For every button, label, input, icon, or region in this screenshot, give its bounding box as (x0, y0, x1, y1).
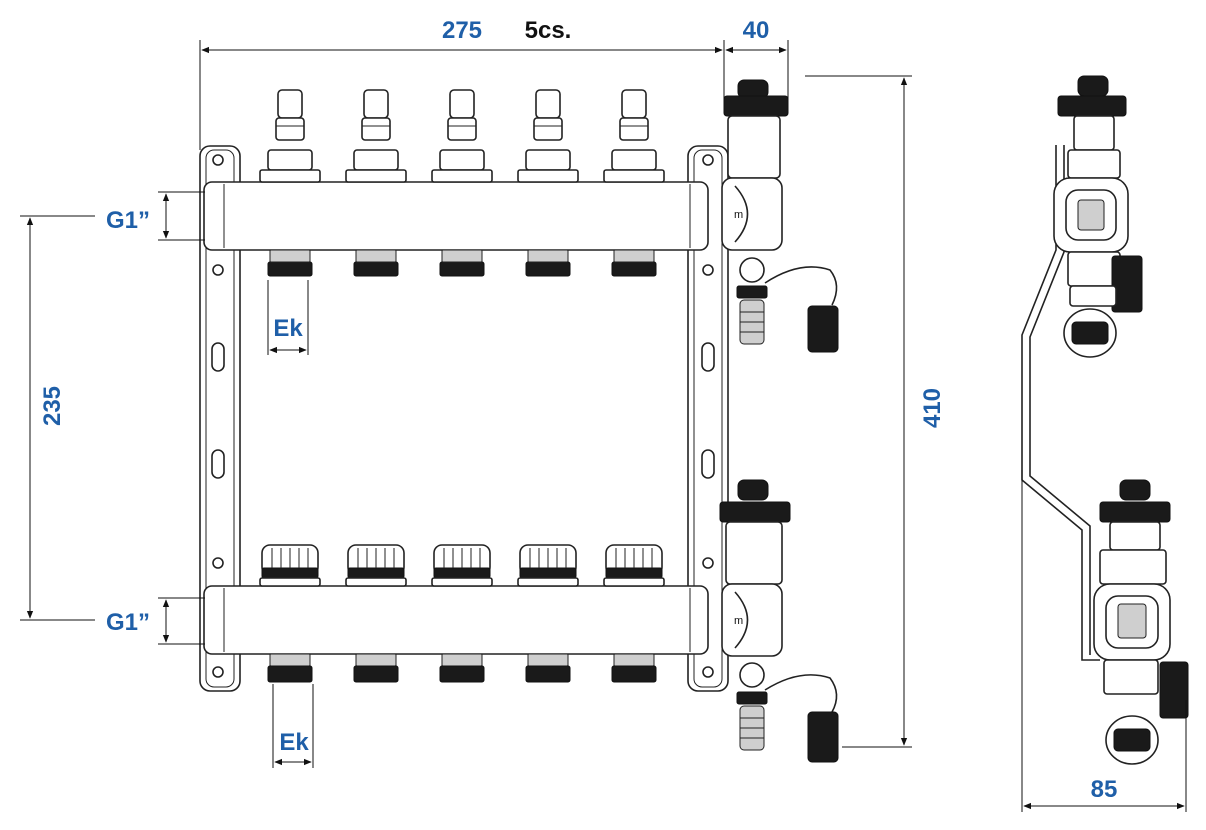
top-flowmeter-4 (517, 89, 579, 277)
svg-text:m: m (734, 615, 743, 627)
bottom-valve-cap-4 (517, 544, 579, 683)
depth-dimension-label: 85 (1091, 776, 1118, 803)
bottom-valve-cap-5 (603, 544, 665, 683)
bottom-vent-assembly: m (719, 479, 839, 763)
top-flowmeters (259, 89, 665, 277)
front-view: m m (199, 79, 839, 763)
bottom-manifold-bar (203, 585, 709, 655)
bottom-valve-cap-2 (345, 544, 407, 683)
top-vent-assembly: m (721, 79, 839, 353)
top-inlet-thread-label: G1” (106, 207, 150, 234)
bottom-inlet-thread-label: G1” (106, 609, 150, 636)
outlet-count-label: 5cs. (525, 17, 572, 44)
top-flowmeter-3 (431, 89, 493, 277)
top-flowmeter-1 (259, 89, 321, 277)
dimension-lines (20, 40, 1187, 812)
top-flowmeter-5 (603, 89, 665, 277)
right-bracket (687, 145, 729, 692)
total-height-dimension-label: 410 (919, 388, 946, 428)
spacing-dimension-label: 235 (39, 386, 66, 426)
svg-text:m: m (734, 209, 743, 221)
width-dimension-label: 275 (442, 17, 482, 44)
side-offset-dimension-label: 40 (743, 17, 770, 44)
left-bracket (199, 145, 241, 692)
top-outlet-thread-label: Ek (273, 315, 303, 342)
top-flowmeter-2 (345, 89, 407, 277)
bottom-valve-cap-1 (259, 544, 321, 683)
top-manifold-bar (203, 181, 709, 251)
bottom-valve-caps (259, 544, 665, 683)
bottom-outlet-thread-label: Ek (279, 729, 309, 756)
side-view (1021, 75, 1189, 765)
bottom-valve-cap-3 (431, 544, 493, 683)
